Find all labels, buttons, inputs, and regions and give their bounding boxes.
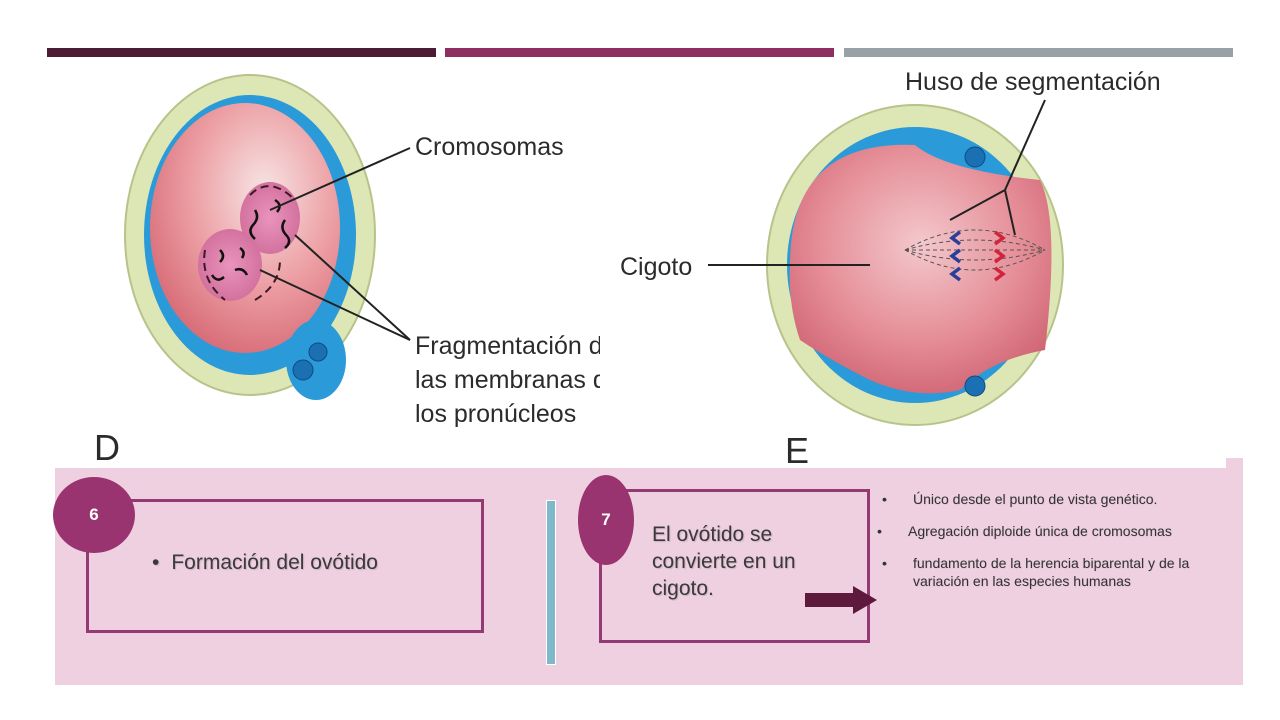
figure-d-pronuclei-diagram: Cromosomas Fragmentación de las membrana… (94, 74, 620, 468)
bullet-icon: • (152, 551, 160, 574)
step7-text: El ovótido se convierte en un cigoto. (652, 523, 796, 600)
chromosome-marks (949, 230, 1006, 282)
label-spindle: Huso de segmentación (905, 68, 1161, 96)
spindle (904, 229, 1046, 271)
step6-box (86, 499, 484, 633)
vertical-divider (546, 500, 556, 665)
zygote-facts-list: Único desde el punto de vista genético. … (877, 490, 1210, 604)
figure-e-letter: E (785, 430, 809, 468)
label-chromosomes: Cromosomas (415, 133, 564, 161)
header-bar-dark (47, 48, 436, 57)
step6-number-badge: 6 (53, 477, 135, 553)
list-item: fundamento de la herencia biparental y d… (880, 554, 1210, 590)
header-bar-gray (844, 48, 1233, 57)
figure-d-letter: D (94, 427, 120, 468)
header-bar-magenta (445, 48, 834, 57)
cell-e (766, 104, 1064, 426)
label-fragmentation-line3: los pronúcleos (415, 400, 576, 428)
label-zygote: Cigoto (620, 253, 692, 281)
label-fragmentation-line2: las membranas de (415, 366, 620, 394)
list-item: Único desde el punto de vista genético. (880, 490, 1210, 508)
step6-text: • Formación del ovótido (152, 551, 378, 575)
figure-e-zygote-diagram: Huso de segmentación Cigoto E (600, 60, 1226, 468)
figure-e-leader-lines (708, 99, 1046, 266)
figure-d-leader-lines (259, 147, 411, 341)
right-arrow-icon (805, 586, 877, 614)
list-item: Agregación diploide única de cromosomas (875, 522, 1210, 540)
label-fragmentation-line1: Fragmentación de (415, 332, 617, 360)
pronuclei (198, 182, 300, 301)
bottom-panel-left (55, 468, 600, 685)
step7-number-badge: 7 (578, 475, 634, 565)
step6-label: Formación del ovótido (171, 551, 378, 574)
step7-box (599, 489, 870, 643)
